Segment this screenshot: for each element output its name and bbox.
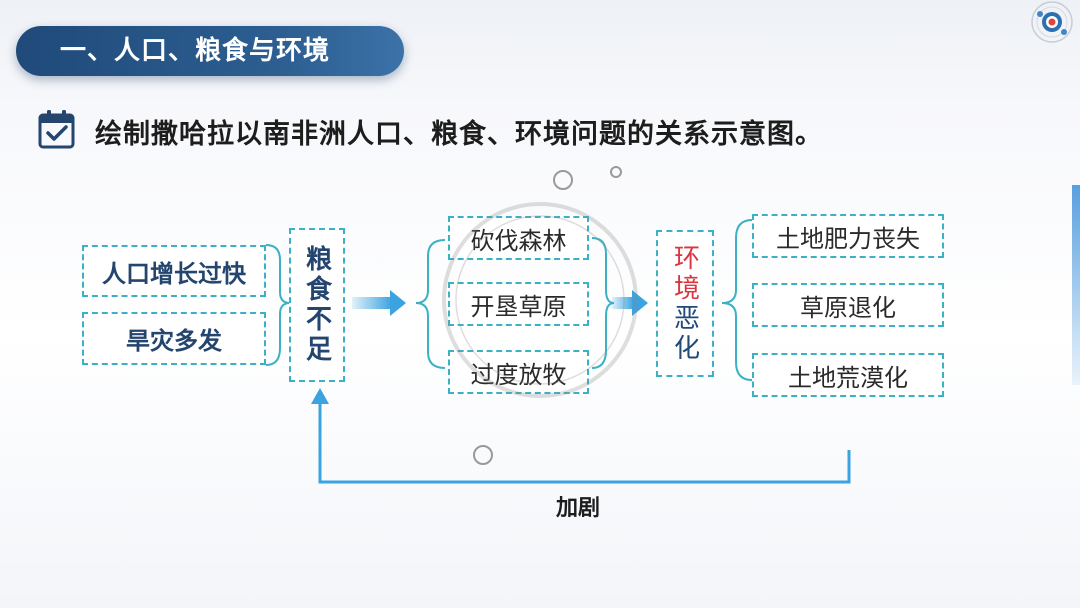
cause-label: 旱灾多发 xyxy=(126,327,222,355)
environment-label-part1: 环境 xyxy=(669,243,700,304)
action-box-overgrazing: 过度放牧 xyxy=(448,350,589,394)
section-title: 一、人口、粮食与环境 xyxy=(60,36,331,66)
task-instruction: 绘制撒哈拉以南非洲人口、粮食、环境问题的关系示意图。 xyxy=(95,119,823,150)
food-shortage-label: 粮食不足 xyxy=(301,245,332,365)
environment-label-part2: 恶化 xyxy=(669,303,700,364)
effect-box-grassland: 草原退化 xyxy=(752,283,944,327)
feedback-label: 加剧 xyxy=(556,496,601,521)
action-label: 过度放牧 xyxy=(470,360,567,389)
accent-bar xyxy=(1072,185,1080,385)
action-box-deforestation: 砍伐森林 xyxy=(448,216,589,260)
effect-label: 草原退化 xyxy=(800,293,896,322)
action-box-reclamation: 开垦草原 xyxy=(448,282,589,326)
action-label: 砍伐森林 xyxy=(470,226,567,255)
logo-icon xyxy=(1031,1,1073,43)
action-label: 开垦草原 xyxy=(470,292,567,321)
section-title-bar: 一、人口、粮食与环境 xyxy=(16,26,404,76)
food-shortage-box: 粮食不足 xyxy=(289,228,345,382)
effect-box-fertility: 土地肥力丧失 xyxy=(752,214,944,258)
effect-box-desertification: 土地荒漠化 xyxy=(752,353,944,397)
cause-box-population: 人口增长过快 xyxy=(82,245,266,297)
checklist-icon xyxy=(38,110,75,149)
cause-box-drought: 旱灾多发 xyxy=(82,312,266,365)
cause-label: 人口增长过快 xyxy=(102,259,246,288)
effect-label: 土地肥力丧失 xyxy=(776,224,920,253)
environment-box: 环境 恶化 xyxy=(656,230,714,377)
effect-label: 土地荒漠化 xyxy=(788,363,908,392)
